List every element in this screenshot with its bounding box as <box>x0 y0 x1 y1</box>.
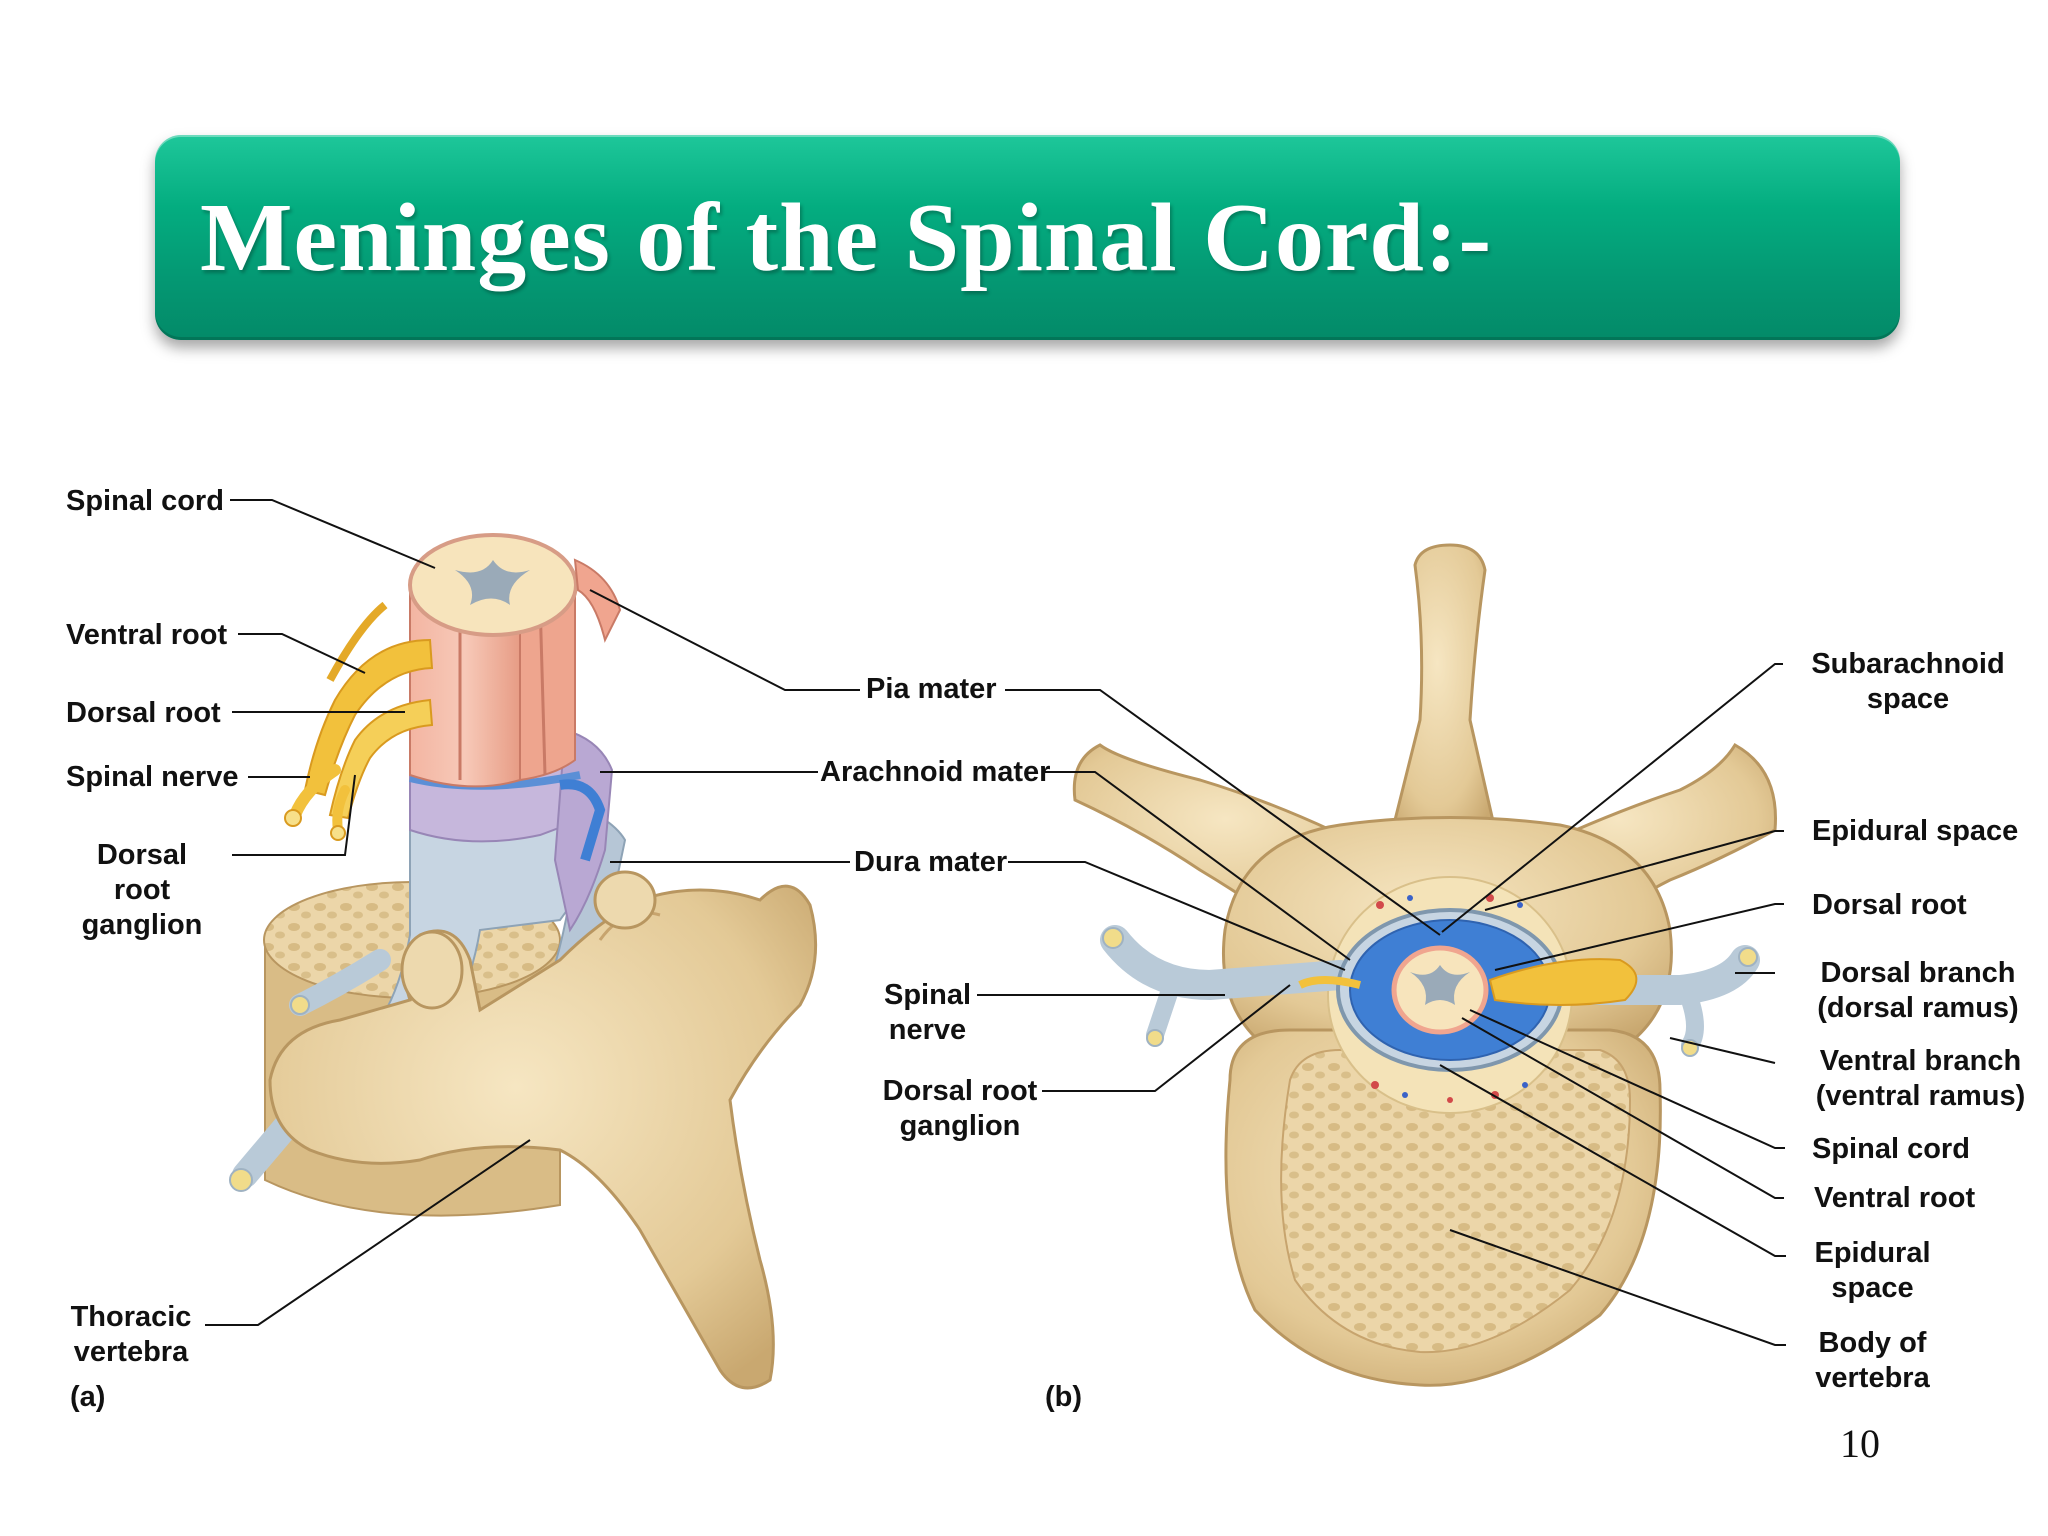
label-b-spinal-nerve: Spinal nerve <box>883 979 971 1046</box>
label-b-epidural-space-bottom: Epidural space <box>1814 1237 1931 1304</box>
label-b-body-of-vertebra: Body of vertebra <box>1815 1327 1930 1394</box>
label-a-dorsal-root-ganglion: Dorsal root ganglion <box>81 839 203 941</box>
epidural-vessels-b <box>1371 894 1528 1103</box>
label-b-ventral-branch: Ventral branch (ventral ramus) <box>1815 1045 2026 1112</box>
label-dura-mater: Dura mater <box>854 846 1008 878</box>
page-number: 10 <box>1840 1421 1880 1466</box>
title-banner: Meninges of the Spinal Cord:- <box>155 135 1900 340</box>
label-b-epidural-space-top: Epidural space <box>1812 815 2019 847</box>
label-b-ventral-root: Ventral root <box>1814 1182 1976 1214</box>
slide-title: Meninges of the Spinal Cord:- <box>200 183 1493 292</box>
label-a-spinal-nerve: Spinal nerve <box>66 761 239 793</box>
nerve-roots-a <box>284 601 434 841</box>
panel-label-a: (a) <box>70 1381 106 1413</box>
panel-label-b: (b) <box>1045 1381 1083 1413</box>
label-b-dorsal-branch: Dorsal branch (dorsal ramus) <box>1817 957 2019 1024</box>
thoracic-vertebra-shape-a <box>268 884 818 1390</box>
figure-a-illustration <box>205 499 818 1390</box>
label-b-subarachnoid-space: Subarachnoid space <box>1811 648 2005 715</box>
label-arachnoid-mater: Arachnoid mater <box>820 756 1051 788</box>
label-a-thoracic-vertebra: Thoracic vertebra <box>70 1301 192 1368</box>
label-a-ventral-root: Ventral root <box>66 619 228 651</box>
leader-lines-b <box>977 663 1786 1346</box>
label-a-spinal-cord: Spinal cord <box>66 485 224 517</box>
label-b-dorsal-root-ganglion: Dorsal root ganglion <box>882 1075 1038 1142</box>
dorsal-root-shape-b <box>1488 958 1638 1006</box>
spinous-process-b <box>1388 543 1497 842</box>
spinal-cord-shape-a <box>408 533 622 788</box>
label-b-dorsal-root: Dorsal root <box>1812 889 1967 921</box>
figure-b-illustration <box>977 543 1786 1387</box>
label-pia-mater: Pia mater <box>866 673 997 705</box>
leader-lines-a <box>205 499 531 1326</box>
label-b-spinal-cord: Spinal cord <box>1812 1133 1970 1165</box>
leader-lines-shared <box>589 589 1441 971</box>
label-a-dorsal-root: Dorsal root <box>66 697 221 729</box>
